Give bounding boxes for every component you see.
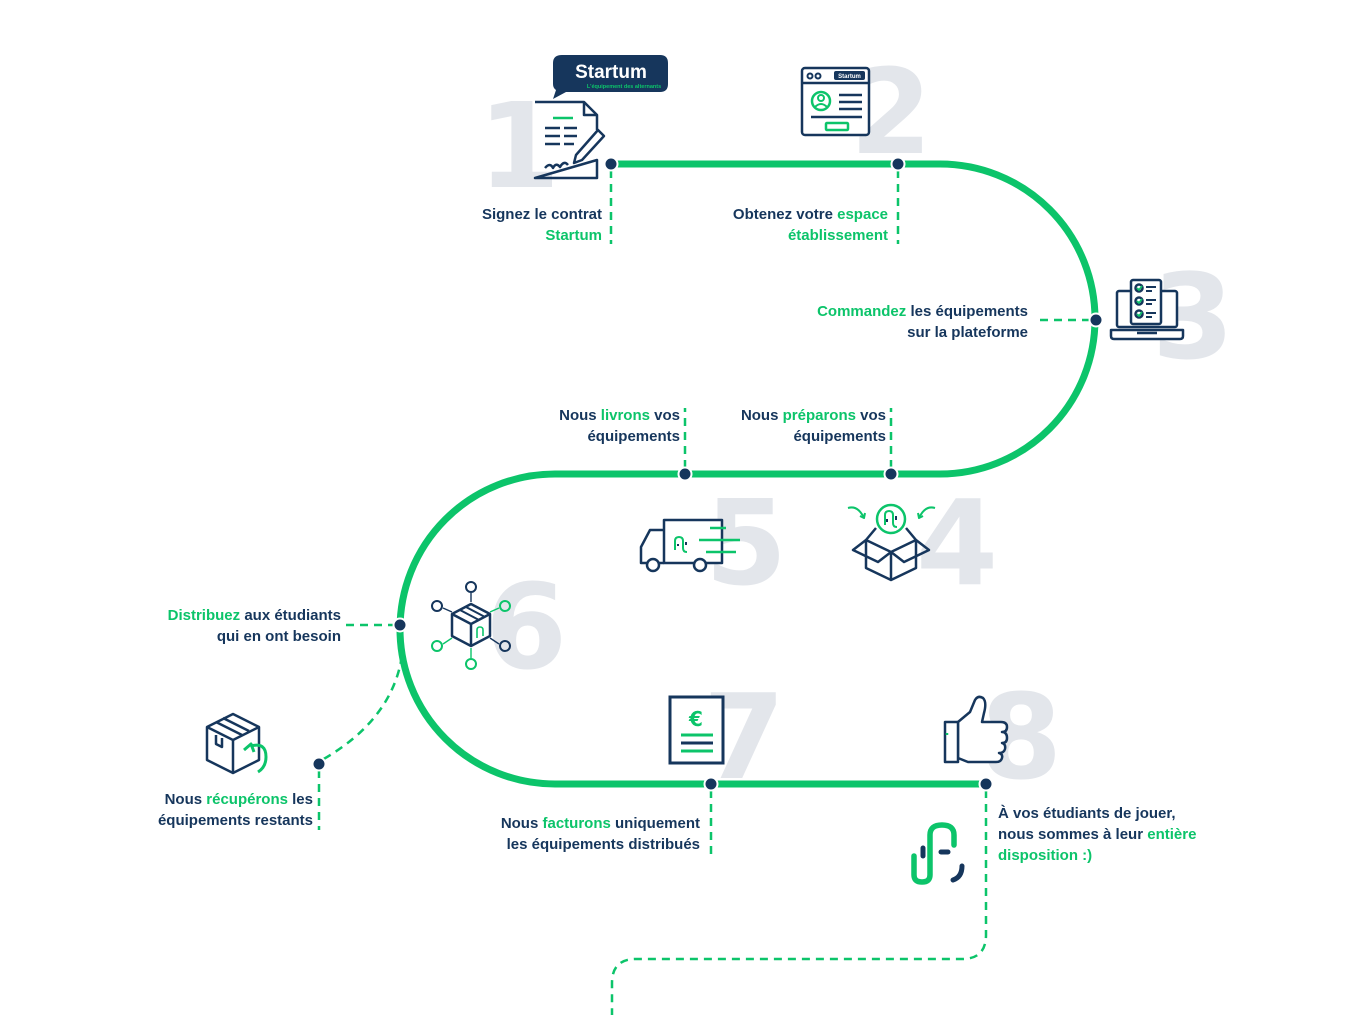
step-8-text-b: nous sommes à leur xyxy=(998,826,1144,843)
return-text-b: équipements restants xyxy=(157,812,313,829)
step-1-label: Signez le contrat Startum xyxy=(440,204,602,246)
dot-step-4 xyxy=(883,466,899,482)
step-2-text: Obtenez votre xyxy=(732,206,833,223)
laptop-checklist-icon xyxy=(1109,278,1185,341)
step-6-text-a: aux étudiants xyxy=(244,607,341,624)
box-return-icon xyxy=(205,712,268,775)
step-8-highlight-a: entière xyxy=(1147,826,1197,843)
dot-step-3 xyxy=(1088,312,1104,328)
step-8-highlight-b: disposition :) xyxy=(998,847,1093,864)
invoice-euro-icon: € xyxy=(668,695,725,765)
delivery-truck-icon xyxy=(639,518,740,573)
return-highlight: récupérons xyxy=(206,791,288,808)
return-text-a: les xyxy=(292,791,313,808)
step-number-6: 6 xyxy=(485,558,567,696)
step-7-highlight: facturons xyxy=(542,815,611,832)
step-8-label: À vos étudiants de jouer, nous sommes à … xyxy=(998,803,1258,866)
step-1-highlight: Startum xyxy=(545,227,602,244)
thumbs-up-icon xyxy=(943,695,1009,764)
step-6-text-b: qui en ont besoin xyxy=(216,628,341,645)
dot-step-5 xyxy=(677,466,693,482)
dot-step-6 xyxy=(392,617,408,633)
step-number-1: 1 xyxy=(478,77,560,215)
box-prepare-icon xyxy=(847,503,936,582)
step-6-highlight: Distribuez xyxy=(167,607,241,624)
logo-tagline: L'équipement des alternants xyxy=(587,84,661,90)
browser-profile-icon: Startum xyxy=(800,66,871,137)
return-label: Nous récupérons les équipements restants xyxy=(120,789,313,831)
dashed-connectors xyxy=(317,170,1090,1015)
step-5-text-before: Nous xyxy=(559,407,597,424)
step-7-label: Nous facturons uniquement les équipement… xyxy=(440,813,700,855)
step-dots xyxy=(311,156,1104,792)
dot-return xyxy=(311,756,327,772)
dot-step-2 xyxy=(890,156,906,172)
step-3-text-b: sur la plateforme xyxy=(907,324,1028,341)
step-5-text-b: équipements xyxy=(587,428,680,445)
step-5-label: Nous livrons vos équipements xyxy=(520,405,680,447)
main-path xyxy=(396,160,1099,788)
return-text-before: Nous xyxy=(164,791,203,808)
step-3-text-a: les équipements xyxy=(910,303,1028,320)
step-4-text-b: équipements xyxy=(793,428,886,445)
step-2-label: Obtenez votre espace établissement xyxy=(690,204,888,246)
connector-return xyxy=(321,655,404,762)
logo-name: Startum xyxy=(575,62,647,83)
step-4-text-before: Nous xyxy=(740,407,779,424)
step-5-text-a: vos xyxy=(654,407,680,424)
step-7-text-before: Nous xyxy=(500,815,539,832)
startum-logo: Startum L'équipement des alternants xyxy=(553,55,668,99)
step-6-label: Distribuez aux étudiants qui en ont beso… xyxy=(120,605,341,647)
dot-step-1 xyxy=(603,156,619,172)
step-7-text-a: uniquement xyxy=(615,815,700,832)
box-distribute-icon xyxy=(431,581,511,670)
step-7-text-b: les équipements distribués xyxy=(506,836,700,853)
step-1-text: Signez le contrat xyxy=(481,206,602,223)
dot-step-8 xyxy=(978,776,994,792)
dot-step-7 xyxy=(703,776,719,792)
step-2-highlight-b: établissement xyxy=(787,227,888,244)
connector-8-continue xyxy=(610,790,988,1015)
startum-link-logo xyxy=(911,822,965,885)
currency-symbol: € xyxy=(688,707,703,731)
step-number-4: 4 xyxy=(916,474,998,612)
step-3-highlight: Commandez xyxy=(817,303,907,320)
step-8-text-a: À vos étudiants de jouer, xyxy=(998,805,1176,822)
step-3-label: Commandez les équipements sur la platefo… xyxy=(760,301,1028,343)
step-5-highlight: livrons xyxy=(600,407,650,424)
step-4-highlight: préparons xyxy=(782,407,856,424)
step-4-label: Nous préparons vos équipements xyxy=(700,405,886,447)
step-2-highlight-a: espace xyxy=(837,206,888,223)
step-4-text-a: vos xyxy=(860,407,886,424)
contract-sign-icon xyxy=(533,100,606,180)
mini-logo: Startum xyxy=(838,74,861,80)
